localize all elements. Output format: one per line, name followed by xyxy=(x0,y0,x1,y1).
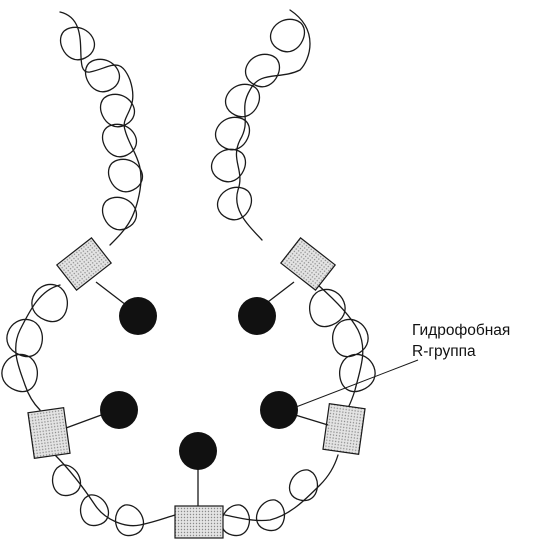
stub-left-upper xyxy=(96,282,126,305)
residue-block-left-lower xyxy=(28,408,70,459)
r-group-right-upper xyxy=(238,297,276,335)
left-lower-loops xyxy=(2,284,67,391)
bottom-right-coil xyxy=(225,455,338,521)
label-line-1: Гидрофобная xyxy=(412,320,510,341)
stub-right-lower xyxy=(292,414,328,425)
annotation-pointer-line xyxy=(296,360,418,407)
r-group-left-lower xyxy=(100,391,138,429)
residue-block-right-lower xyxy=(323,404,365,455)
stub-left-lower xyxy=(66,414,104,428)
bottom-left-coil xyxy=(55,455,175,526)
residue-block-right-upper xyxy=(281,238,335,290)
r-group-right-lower xyxy=(260,391,298,429)
hydrophobic-r-groups xyxy=(100,297,298,470)
residue-blocks xyxy=(28,238,365,538)
r-group-left-upper xyxy=(119,297,157,335)
r-group-bottom xyxy=(179,432,217,470)
residue-block-bottom xyxy=(175,506,223,538)
label-line-2: R-группа xyxy=(412,341,510,362)
right-lower-loops xyxy=(310,289,375,391)
bottom-right-loops xyxy=(222,470,318,536)
hydrophobic-r-group-label: Гидрофобная R-группа xyxy=(412,320,510,362)
left-helix-loops xyxy=(61,27,143,229)
right-helix-loops xyxy=(212,19,305,219)
residue-block-left-upper xyxy=(57,238,111,290)
